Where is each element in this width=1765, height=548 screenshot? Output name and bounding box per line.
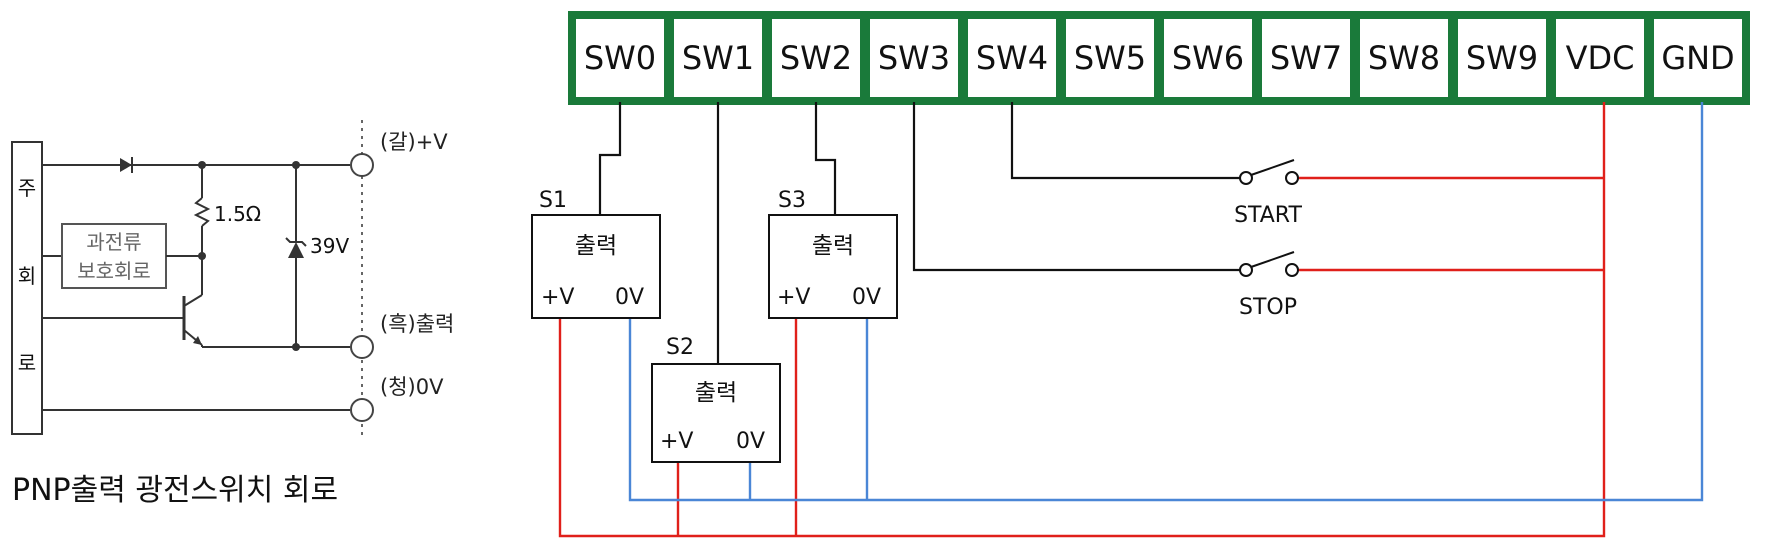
sensor-s3-output: 출력 — [812, 233, 854, 259]
start-contact-left — [1239, 171, 1253, 185]
resistor-label: 1.5Ω — [214, 202, 261, 226]
diode-symbol — [120, 158, 132, 172]
sensor-s2-0v: 0V — [736, 429, 765, 454]
zener-label: 39V — [310, 234, 349, 258]
wire-vdc-main — [558, 102, 1606, 538]
sensor-s2: S2 출력 +V 0V — [651, 335, 781, 463]
main-circuit-char-2: 회 — [18, 264, 36, 288]
wire-sw3-stop — [912, 102, 1240, 272]
pnp-circuit: 주 회 로 1.5Ω 과전류 보호회로 39V — [11, 120, 454, 508]
wire-sw0-s1 — [598, 102, 622, 215]
wires — [558, 102, 1704, 538]
sensor-s3-vplus: +V — [777, 285, 810, 310]
wire-sw2-s3 — [814, 102, 837, 215]
stop-switch[interactable]: STOP — [1239, 251, 1299, 320]
terminal-label-sw2: SW2 — [780, 39, 852, 77]
terminal-vplus-circle — [350, 153, 374, 177]
terminal-label-sw8: SW8 — [1368, 39, 1440, 77]
stop-lever — [1250, 251, 1295, 268]
terminal-cell-sw5[interactable] — [1066, 19, 1154, 97]
protection-label-2: 보호회로 — [77, 259, 151, 283]
main-circuit-char-1: 주 — [18, 176, 36, 200]
terminal-cell-sw7[interactable] — [1262, 19, 1350, 97]
terminal-cell-sw1[interactable] — [674, 19, 762, 97]
terminal-output-label: (흑)출력 — [380, 312, 454, 336]
sensor-s1: S1 출력 +V 0V — [531, 188, 661, 319]
terminal-label-gnd: GND — [1661, 39, 1734, 77]
terminal-0v-label: (청)0V — [380, 375, 444, 399]
terminal-label-sw0: SW0 — [584, 39, 656, 77]
terminal-label-sw6: SW6 — [1172, 39, 1244, 77]
sensor-s3-name: S3 — [778, 188, 806, 213]
terminal-cell-sw4[interactable] — [968, 19, 1056, 97]
terminal-label-sw1: SW1 — [682, 39, 754, 77]
terminal-output-circle — [350, 335, 374, 359]
resistor-symbol — [193, 197, 211, 227]
pnp-circuit-caption: PNP출력 광전스위치 회로 — [12, 473, 338, 508]
sensor-s2-box — [651, 363, 781, 463]
stop-contact-right — [1285, 263, 1299, 277]
sensor-s1-0v: 0V — [615, 285, 644, 310]
terminal-cell-sw2[interactable] — [772, 19, 860, 97]
terminal-label-vdc: VDC — [1566, 39, 1635, 77]
sensor-s1-vplus: +V — [541, 285, 574, 310]
sensor-s1-output: 출력 — [575, 233, 617, 259]
sensor-s3-0v: 0V — [852, 285, 881, 310]
sensor-s2-name: S2 — [666, 335, 694, 360]
sensor-s1-box — [531, 214, 661, 319]
wire-gnd-main — [628, 102, 1704, 502]
protection-label-1: 과전류 — [86, 230, 141, 254]
terminal-cell-sw8[interactable] — [1360, 19, 1448, 97]
start-lever — [1250, 159, 1295, 176]
terminal-label-sw9: SW9 — [1466, 39, 1538, 77]
terminal-cell-gnd[interactable] — [1654, 19, 1742, 97]
terminal-label-sw3: SW3 — [878, 39, 950, 77]
terminal-block-frame — [568, 11, 1750, 105]
terminal-label-sw4: SW4 — [976, 39, 1048, 77]
transistor-arrow — [193, 336, 202, 345]
sensor-s1-name: S1 — [539, 188, 567, 213]
start-contact-right — [1285, 171, 1299, 185]
main-circuit-char-3: 로 — [18, 351, 36, 375]
terminal-cell-sw3[interactable] — [870, 19, 958, 97]
sensor-s2-output: 출력 — [695, 380, 737, 406]
terminal-block: SW0 SW1 SW2 SW3 SW4 SW5 SW6 SW7 SW8 SW9 VDC GND — [568, 11, 1750, 105]
terminal-cell-sw0[interactable] — [576, 19, 664, 97]
terminal-cell-sw9[interactable] — [1458, 19, 1546, 97]
terminal-0v-circle — [350, 398, 374, 422]
stop-label: STOP — [1239, 295, 1297, 320]
terminal-cell-sw6[interactable] — [1164, 19, 1252, 97]
terminal-label-sw5: SW5 — [1074, 39, 1146, 77]
sensor-s3: S3 출력 +V 0V — [768, 188, 898, 319]
main-circuit-box — [11, 141, 43, 435]
sensor-s3-box — [768, 214, 898, 319]
terminal-label-sw7: SW7 — [1270, 39, 1342, 77]
terminal-vplus-label: (갈)+V — [380, 130, 448, 154]
wire-sw4-start — [1010, 102, 1240, 180]
terminal-cell-vdc[interactable] — [1556, 19, 1644, 97]
start-label: START — [1234, 203, 1302, 228]
stop-contact-left — [1239, 263, 1253, 277]
sensor-s2-vplus: +V — [660, 429, 693, 454]
zener-symbol — [288, 242, 304, 258]
start-switch[interactable]: START — [1234, 159, 1302, 228]
